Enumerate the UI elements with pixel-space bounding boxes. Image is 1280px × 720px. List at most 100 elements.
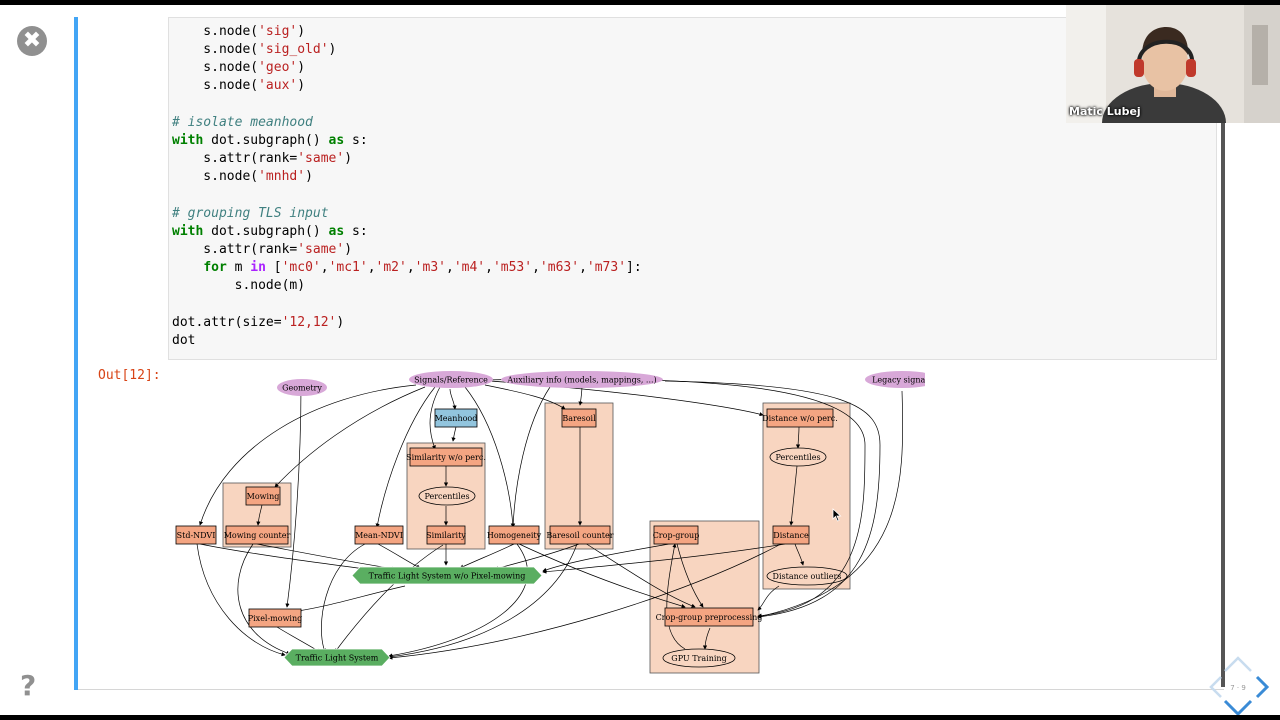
code-token: 'mnhd' (258, 169, 306, 185)
mouse-cursor-icon (832, 508, 842, 522)
edge (321, 543, 366, 653)
node-perc-sim: Percentiles (418, 486, 476, 506)
node-homogeneity: Homogeneity (487, 525, 542, 545)
code-token: 'same' (297, 241, 345, 257)
nav-controls: 7 · 9 (1209, 656, 1270, 715)
code-token: # grouping TLS input (172, 205, 329, 221)
code-token: for (203, 260, 227, 276)
edge (388, 543, 528, 658)
code-token: s.node( (172, 60, 259, 76)
edge (451, 426, 457, 442)
close-button[interactable]: ✖ (17, 26, 47, 56)
node-shape (501, 371, 663, 388)
question-mark-icon: ? (20, 669, 37, 702)
code-token: as (328, 223, 345, 239)
node-shape (549, 525, 611, 545)
node-shape (769, 447, 827, 467)
node-shape (865, 371, 925, 388)
code-line: with dot.subgraph() as s: (172, 133, 368, 148)
edge (464, 386, 515, 528)
node-shape (434, 408, 478, 428)
edge (276, 626, 321, 653)
node-label: GPU Training (671, 654, 726, 663)
code-token: s.node( (172, 169, 259, 185)
code-token: with (172, 223, 204, 239)
edge (516, 542, 686, 609)
code-token: , (579, 260, 587, 276)
node-sim-wo: Similarity w/o perc. (406, 447, 486, 467)
code-line: # isolate meanhood (172, 115, 313, 130)
code-line: s.node('aux') (172, 78, 305, 93)
code-line: # grouping TLS input (172, 206, 329, 221)
edge (794, 543, 805, 566)
nav-down-icon[interactable] (1223, 699, 1253, 715)
code-token: , (406, 260, 415, 276)
node-label: Percentiles (424, 492, 469, 501)
node-shape (772, 525, 810, 545)
code-token: dot (172, 332, 196, 348)
edge (274, 386, 426, 488)
help-button[interactable]: ? (20, 669, 36, 702)
node-shape (354, 525, 404, 545)
nav-left-icon[interactable] (1209, 676, 1222, 698)
node-std-ndvi: Std-NDVI (175, 525, 217, 545)
node-label: Distance w/o perc. (762, 414, 838, 423)
code-line: with dot.subgraph() as s: (172, 224, 368, 239)
node-crop-pre: Crop-group preprocessing (656, 607, 762, 627)
node-crop-group: Crop-group (653, 525, 699, 545)
node-label: Distance (773, 531, 809, 540)
edge (429, 386, 441, 450)
node-shape (766, 566, 848, 586)
cell-selection-bar (74, 17, 78, 690)
participant-name: Matic Lubej (1069, 105, 1141, 118)
node-geo: Geometry (277, 379, 327, 396)
edge (334, 544, 444, 653)
nav-right-icon[interactable] (1255, 675, 1270, 699)
node-shape (653, 525, 699, 545)
edge (449, 388, 457, 410)
edge (459, 543, 515, 569)
node-shape (426, 525, 466, 545)
node-baresoil: Baresoil (561, 408, 597, 428)
code-token: ) (297, 78, 306, 94)
node-label: Percentiles (775, 453, 820, 462)
code-token: , (532, 260, 540, 276)
code-token: m (226, 260, 251, 276)
code-token: ) (344, 241, 353, 257)
code-token: dot.attr(size= (172, 314, 282, 330)
node-perc-dist: Percentiles (769, 447, 827, 467)
cell-divider (78, 689, 1224, 690)
edge (484, 384, 566, 410)
edge (388, 543, 578, 659)
slide-scrollbar[interactable] (1221, 123, 1225, 687)
node-label: Legacy signals (872, 376, 925, 385)
code-cell-input[interactable]: s.node('sig') s.node('sig_old') s.node('… (168, 17, 1217, 360)
code-token: s.node( (172, 78, 259, 94)
edge (237, 543, 291, 655)
code-line: s.node('sig_old') (172, 42, 336, 57)
code-token: dot.subgraph() (203, 223, 329, 239)
node-label: Signals/Reference (414, 376, 488, 385)
code-line: s.attr(rank='same') (172, 151, 352, 166)
node-shape (664, 607, 754, 627)
node-label: Mean-NDVI (355, 531, 403, 540)
slide-number: 7 · 9 (1230, 684, 1246, 692)
node-dist-outliers: Distance outliers (766, 566, 848, 586)
edge (377, 543, 421, 569)
nav-up-icon[interactable] (1224, 656, 1252, 672)
node-shape (225, 525, 289, 545)
node-shape (283, 648, 391, 667)
code-line: dot (172, 333, 195, 348)
code-token: # isolate meanhood (172, 114, 313, 130)
node-shape (766, 408, 834, 428)
code-token: , (445, 260, 454, 276)
code-line: for m in ['mc0','mc1','m2','m3','m4','m5… (172, 260, 641, 276)
edge (494, 543, 580, 571)
edge (664, 380, 881, 619)
node-mean-ndvi: Mean-NDVI (354, 525, 404, 545)
node-shape (409, 371, 493, 388)
node-similarity: Similarity (426, 525, 466, 545)
node-label: Std-NDVI (177, 531, 216, 540)
edge (584, 542, 696, 608)
code-token: 'same' (297, 151, 345, 167)
